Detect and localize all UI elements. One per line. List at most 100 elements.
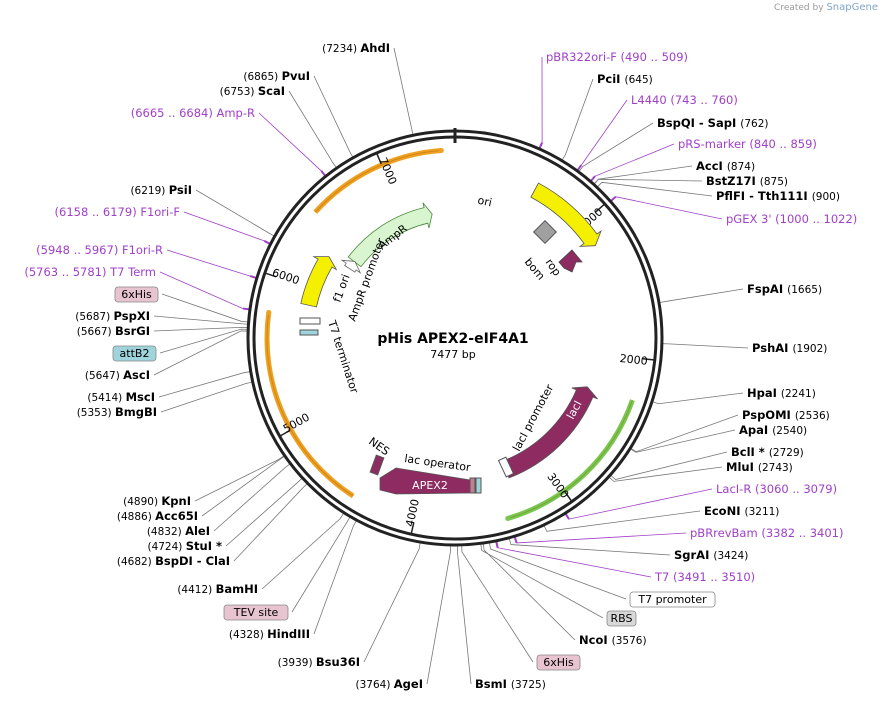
enzyme-label-22: (4328) HindIII — [229, 627, 310, 641]
leader-19 — [233, 482, 308, 562]
band-0 — [313, 148, 442, 214]
enzyme-pos-9: (5687) — [75, 311, 113, 323]
enzyme-label-36: BclI * (2729) — [731, 445, 804, 459]
feature-f1-ori — [300, 256, 338, 308]
tick-1000 — [595, 203, 606, 213]
enzyme-pos-31: (3424) — [713, 550, 748, 562]
feature-apex2-label: APEX2 — [412, 479, 448, 492]
enzyme-pos-22: (4328) — [229, 629, 267, 641]
leader-34 — [564, 488, 713, 520]
enzyme-pos-10: (5667) — [77, 326, 115, 338]
tick-label-6000: 6000 — [270, 266, 301, 287]
leader-2 — [288, 90, 338, 169]
enzyme-name-40: PshAI — [752, 341, 792, 355]
enzyme-name-36: BclI * — [731, 445, 769, 459]
enzyme-label-47: BspQI - SapI (762) — [657, 116, 768, 130]
feature-nes — [369, 454, 385, 476]
leader-15 — [194, 455, 285, 502]
enzyme-pos-38: (2536) — [795, 410, 830, 422]
leader-21 — [291, 516, 351, 613]
enzyme-name-18: StuI * — [186, 539, 222, 553]
enzyme-label-25: BsmI (3725) — [475, 677, 546, 691]
leader-0 — [393, 47, 414, 136]
enzyme-name-47: BspQI - SapI — [657, 116, 740, 130]
feature-tev-box — [469, 477, 476, 494]
enzyme-name-23: Bsu36I — [316, 655, 360, 669]
primer-label-6: (5948 .. 5967) F1ori-R — [36, 243, 163, 257]
enzyme-name-10: BsrGI — [115, 324, 150, 338]
enzyme-name-15: KpnI — [161, 494, 191, 508]
leader-40 — [661, 343, 749, 349]
leader-50 — [538, 56, 543, 150]
enzyme-pos-24: (3764) — [356, 679, 394, 691]
enzyme-pos-4: (6219) — [130, 185, 168, 197]
primer-label-42: pGEX 3' (1000 .. 1022) — [726, 212, 857, 226]
enzyme-label-39: HpaI (2241) — [747, 386, 816, 400]
site-labels: (7234) AhdI(6865) PvuI(6753) ScaI(6665 .… — [24, 41, 857, 691]
leader-32 — [514, 532, 687, 544]
tick-3000 — [564, 491, 573, 502]
leader-16 — [201, 455, 286, 517]
enzyme-name-43: PflFI - Tth111I — [716, 189, 812, 203]
tag-label-8: 6xHis — [121, 288, 152, 301]
primer-label-46: pRS-marker (840 .. 859) — [678, 137, 817, 151]
enzyme-label-18: (4724) StuI * — [147, 539, 222, 553]
leader-36 — [610, 451, 728, 480]
enzyme-pos-16: (4886) — [117, 511, 155, 523]
band-end-1 — [266, 309, 272, 315]
enzyme-name-49: PciI — [597, 72, 624, 86]
tick-5000 — [279, 429, 291, 437]
leader-29 — [488, 542, 627, 600]
enzyme-label-41: FspAI (1665) — [747, 282, 822, 296]
tag-box-29 — [629, 591, 716, 608]
band-end-2 — [505, 515, 511, 521]
tick-7000 — [375, 152, 382, 165]
feature-f1ori-label: f1 ori — [331, 273, 353, 304]
tag-box-8 — [114, 286, 159, 303]
leader-24 — [426, 544, 451, 685]
feature-ampr-promoter — [340, 259, 362, 274]
tag-label-21: TEV site — [233, 606, 279, 619]
enzyme-label-4: (6219) PsiI — [130, 183, 192, 197]
tick-2000 — [642, 357, 655, 361]
leader-1 — [313, 75, 354, 158]
tag-label-28: RBS — [611, 612, 633, 625]
enzyme-pos-36: (2729) — [769, 447, 804, 459]
tag-box-11 — [112, 345, 157, 362]
feature-attb2-box — [299, 329, 319, 336]
leader-9 — [153, 315, 249, 325]
leader-39 — [651, 392, 744, 405]
backbone — [246, 128, 664, 547]
feature-bands — [264, 148, 635, 521]
plasmid-size: 7477 bp — [430, 348, 475, 361]
enzyme-pos-49: (645) — [624, 74, 652, 86]
enzyme-label-43: PflFI - Tth111I (900) — [716, 189, 840, 203]
enzyme-pos-27: (3576) — [612, 635, 647, 647]
enzyme-name-38: PspOMI — [742, 408, 795, 422]
enzyme-pos-33: (3211) — [744, 506, 779, 518]
feature-laci-promoter — [497, 456, 515, 478]
enzyme-name-25: BsmI — [475, 677, 511, 691]
enzyme-label-49: PciI (645) — [597, 72, 653, 86]
leader-25 — [456, 544, 472, 685]
feature-rop — [558, 249, 583, 273]
feature-nes-label: NES — [366, 435, 392, 458]
enzyme-label-15: (4890) KpnI — [123, 494, 191, 508]
enzyme-label-1: (6865) PvuI — [243, 69, 310, 83]
enzyme-pos-0: (7234) — [322, 43, 360, 55]
enzyme-name-37: ApaI — [739, 423, 772, 437]
leader-14 — [160, 381, 253, 413]
leader-26 — [461, 544, 534, 663]
leader-48 — [576, 99, 628, 172]
enzyme-pos-2: (6753) — [220, 86, 258, 98]
enzyme-label-20: (4412) BamHI — [177, 582, 258, 596]
enzyme-name-27: NcoI — [579, 633, 612, 647]
plasmid-name: pHis APEX2-eIF4A1 — [377, 331, 528, 347]
enzyme-name-12: AscI — [123, 368, 150, 382]
enzyme-name-35: MluI — [726, 460, 758, 474]
tag-box-26 — [536, 654, 581, 671]
feature-ori — [530, 182, 602, 247]
enzyme-name-24: AgeI — [394, 677, 423, 691]
leader-10 — [153, 326, 249, 332]
